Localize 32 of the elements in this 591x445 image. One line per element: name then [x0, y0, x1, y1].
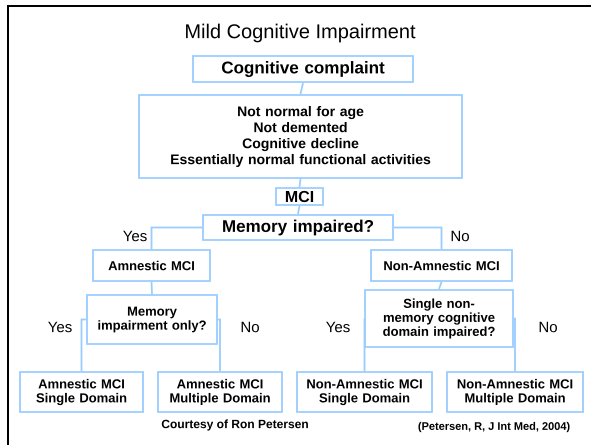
flow-box: Not normal for age Not demented Cognitive decline Essentially normal functional activities: [138, 94, 463, 179]
connector-line: [150, 282, 153, 294]
connector-line: [80, 318, 86, 372]
edge-label: Yes: [48, 322, 72, 332]
connector-line: [394, 226, 442, 250]
connector-line: [298, 178, 302, 188]
flow-box: Memory impairment only?: [86, 294, 218, 345]
flow-box: Amnestic MCI: [92, 249, 211, 282]
flow-box: Non-Amnestic MCI: [370, 249, 513, 282]
connector-line: [300, 82, 304, 94]
flow-box: Non-Amnestic MCI Multiple Domain: [446, 371, 584, 413]
connector-line: [363, 318, 366, 372]
edge-label: Yes: [123, 230, 147, 242]
edge-label: No: [452, 230, 469, 242]
connector-line: [438, 282, 442, 290]
flow-box: MCI: [275, 187, 324, 206]
connector-line: [150, 226, 202, 250]
connector-line: [218, 318, 221, 372]
connector-line: [514, 318, 516, 372]
flow-box: Non-Amnestic MCI Single Domain: [296, 371, 433, 413]
flow-box: Single non-memory cognitive domain impaired?: [364, 289, 514, 348]
edge-label: No: [242, 322, 259, 332]
credit-text: (Petersen, R, J Int Med, 2004): [418, 422, 570, 432]
connector-line: [297, 206, 300, 214]
flow-box: Amnestic MCI Single Domain: [19, 371, 144, 413]
edge-label: No: [540, 322, 557, 332]
flow-box: Amnestic MCI Multiple Domain: [157, 371, 283, 413]
flow-box: Memory impaired?: [202, 214, 394, 241]
title: Mild Cognitive Impairment: [186, 24, 416, 42]
flow-box: Cognitive complaint: [192, 55, 414, 83]
credit-text: Courtesy of Ron Petersen: [162, 419, 308, 431]
edge-label: Yes: [326, 322, 350, 332]
